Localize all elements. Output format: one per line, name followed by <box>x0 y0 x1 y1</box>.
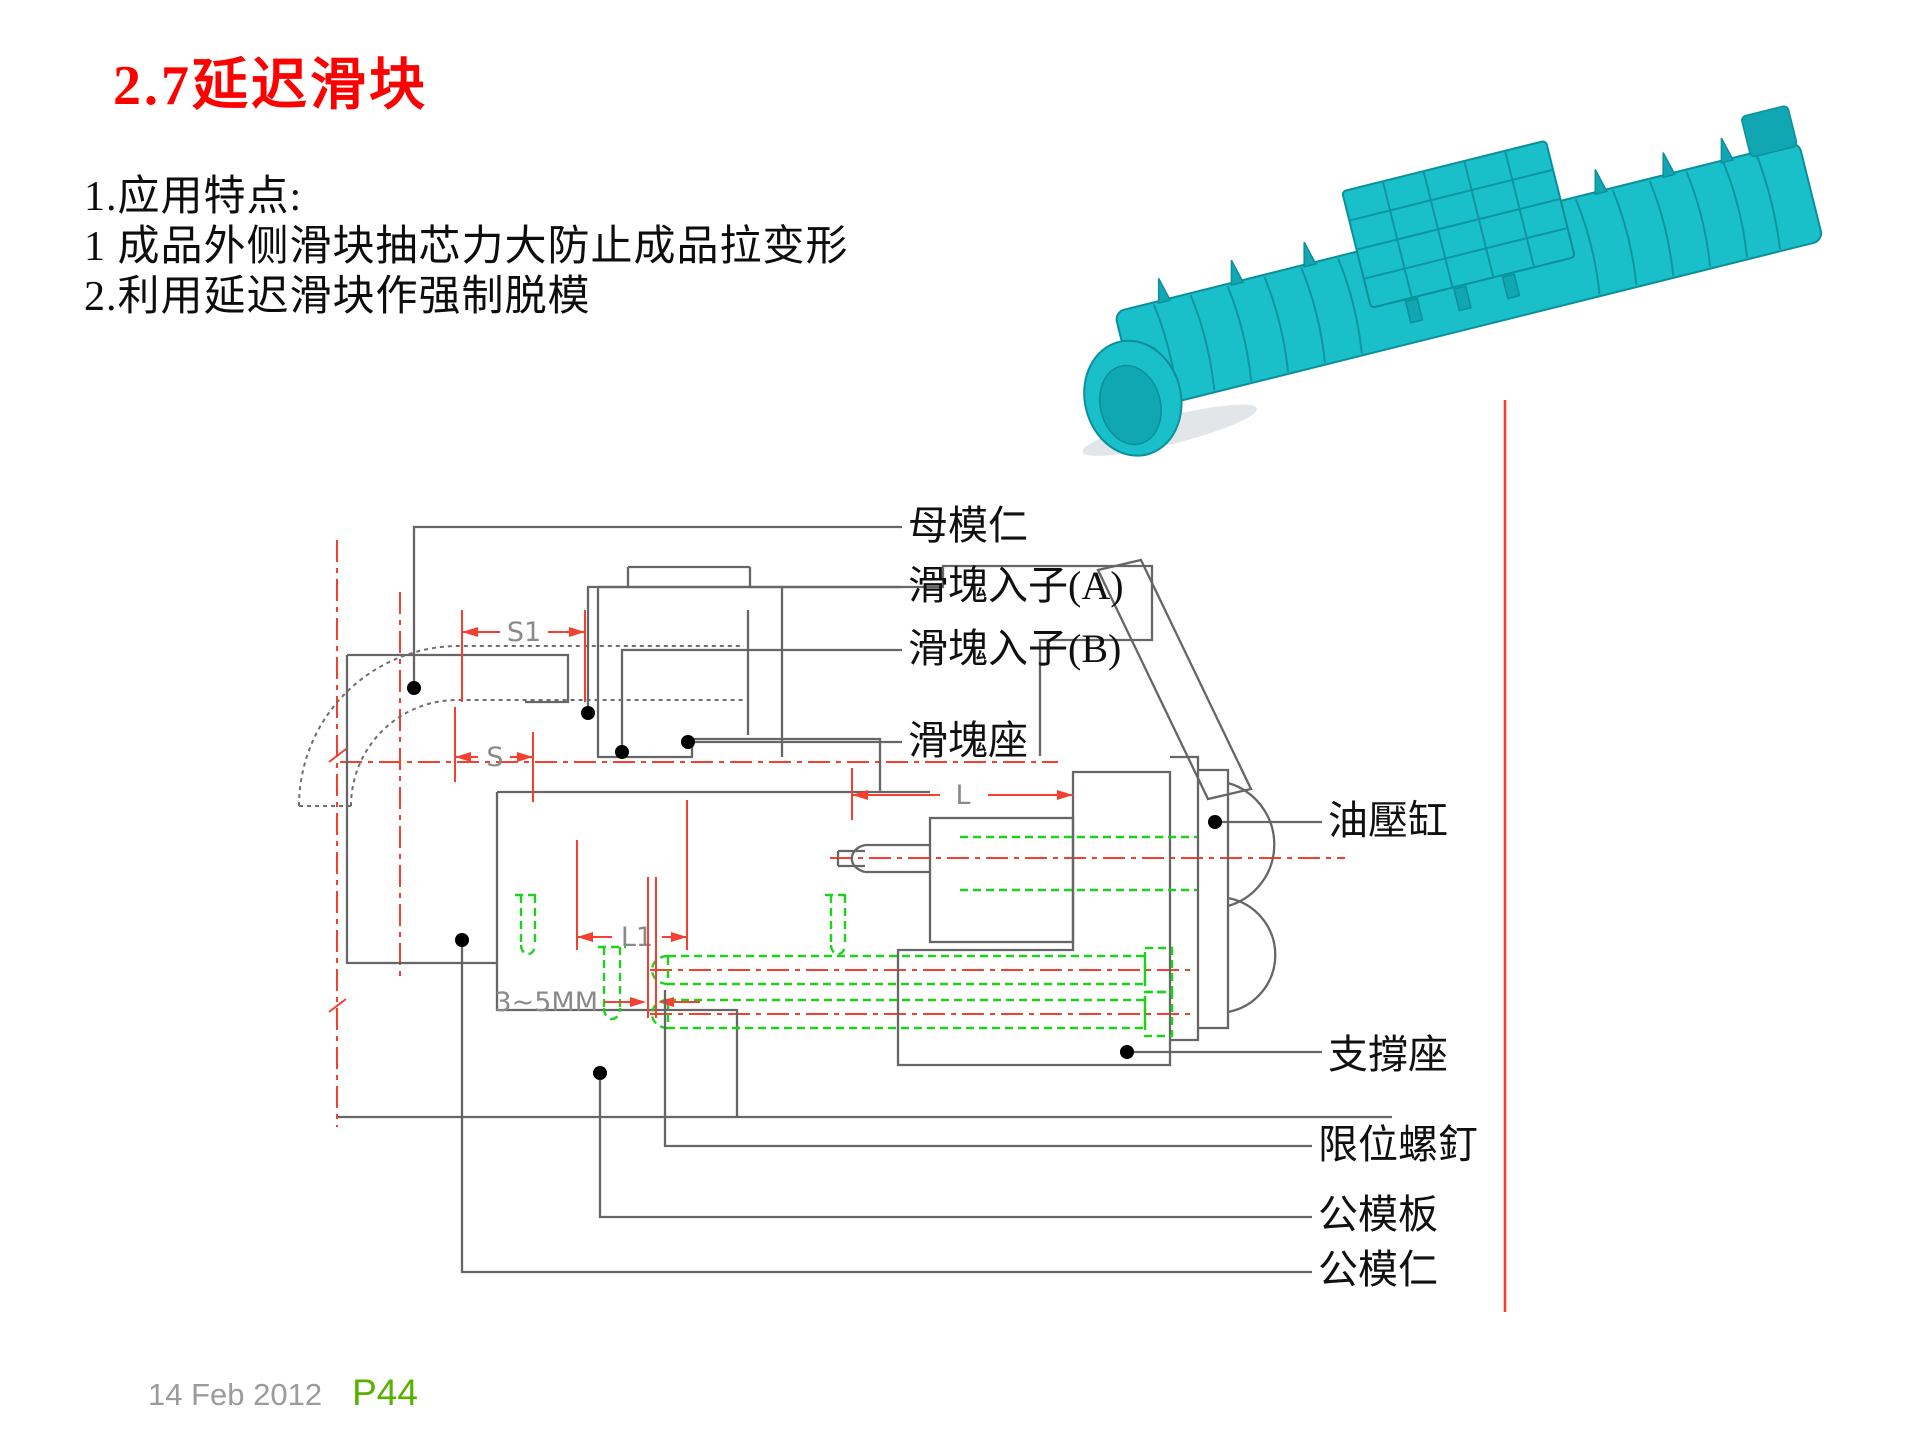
label-limit-screw: 限位螺釘 <box>1318 1122 1478 1167</box>
part-labels: 母模仁 滑塊入子(A) 滑塊入子(B) 滑塊座 油壓缸 支撐座 限位螺釘 公模板… <box>908 503 1478 1292</box>
footer-date: 14 Feb 2012 <box>148 1377 323 1412</box>
dim-l: L <box>955 780 970 811</box>
slide-footer: 14 Feb 2012 P44 <box>148 1372 418 1414</box>
label-hydraulic-cylinder: 油壓缸 <box>1328 798 1448 843</box>
part-outlines <box>338 558 1392 1119</box>
part-right-tab <box>1741 105 1798 158</box>
dim-gap: 3~5MM <box>494 987 598 1018</box>
label-slider-seat: 滑塊座 <box>908 718 1028 763</box>
leader-lines <box>407 525 1322 1274</box>
molded-product-outline <box>298 645 744 807</box>
label-slider-insert-a: 滑塊入子(A) <box>908 563 1124 608</box>
dim-s: S <box>486 742 503 773</box>
body-line-3: 2.利用延迟滑块作强制脱模 <box>84 274 591 320</box>
part-tube-end <box>1083 339 1183 457</box>
label-support-seat: 支撐座 <box>1328 1032 1448 1077</box>
body-line-2: 1 成品外侧滑块抽芯力大防止成品拉变形 <box>84 224 849 270</box>
part-grid-block <box>1341 140 1575 324</box>
slide-title: 2.7延迟滑块 <box>113 55 428 117</box>
label-core-plate: 公模板 <box>1318 1192 1438 1237</box>
part-spikes <box>1157 137 1735 305</box>
body-text: 1.应用特点: 1 成品外侧滑块抽芯力大防止成品拉变形 2.利用延迟滑块作强制脱… <box>84 172 849 322</box>
label-slider-insert-b: 滑塊入子(B) <box>908 626 1121 671</box>
label-cavity-insert: 母模仁 <box>908 503 1028 548</box>
footer-page-number: P44 <box>352 1372 418 1413</box>
label-core-insert: 公模仁 <box>1318 1247 1438 1292</box>
centerlines <box>328 540 1345 1127</box>
dim-s1: S1 <box>507 617 541 648</box>
body-line-1: 1.应用特点: <box>84 174 303 220</box>
dimensions: S1 S L L1 3~5MM <box>454 610 1073 1018</box>
